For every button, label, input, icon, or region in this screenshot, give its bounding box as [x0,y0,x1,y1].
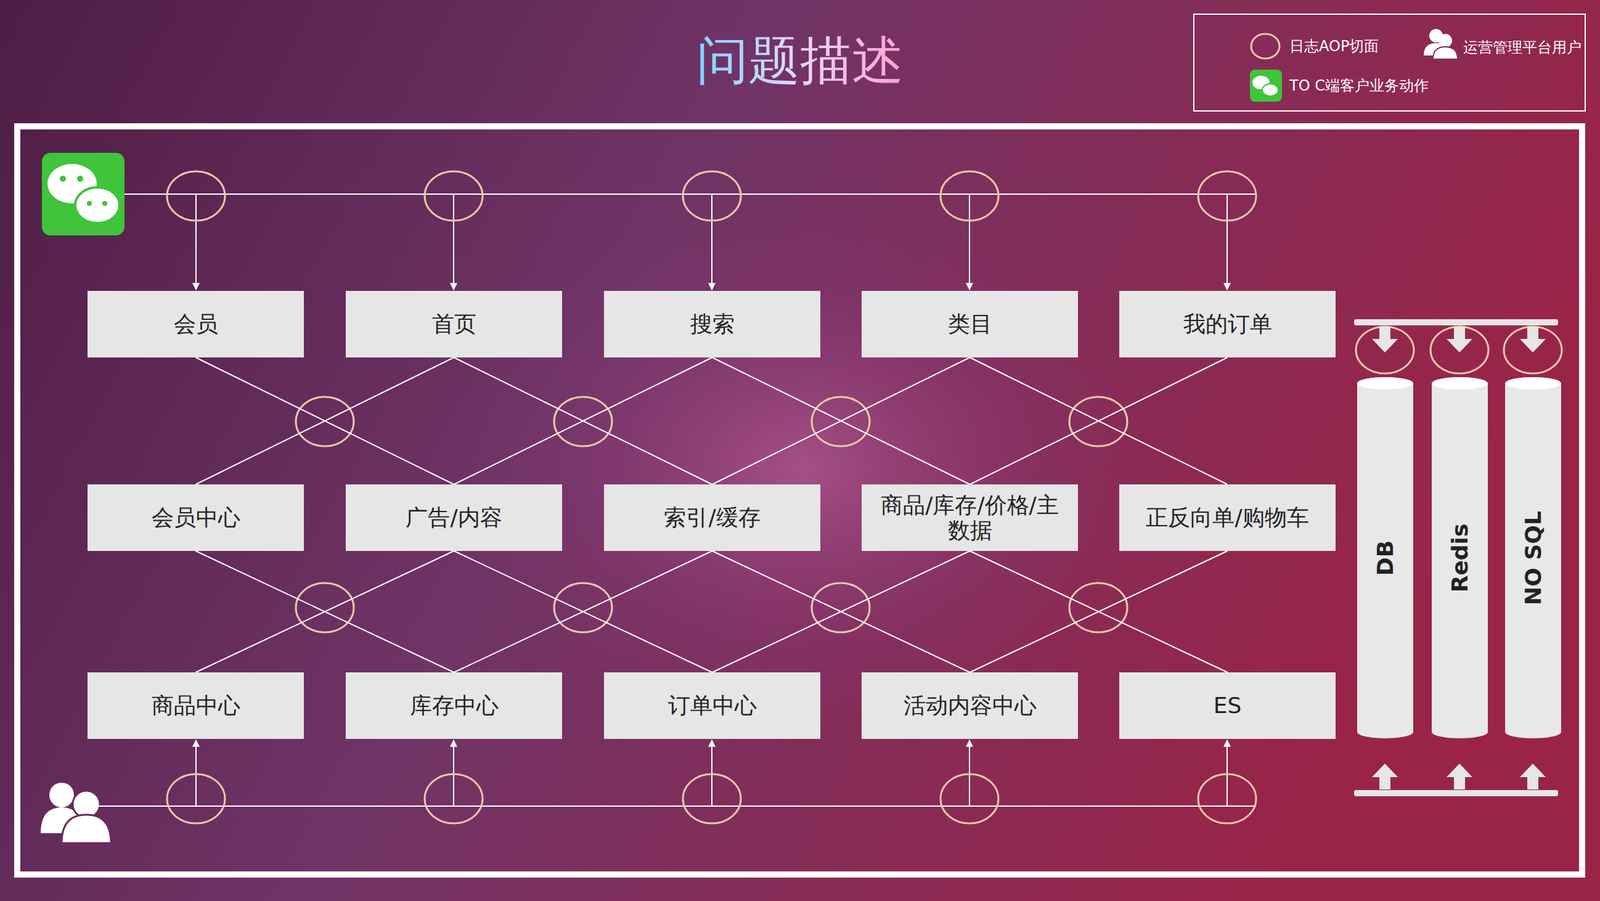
node-label: 商品中心 [151,692,241,719]
connector [712,357,971,485]
node-label: 商品/库存/价格/主数据 [870,492,1070,544]
connector [712,551,971,673]
storage-cylinder: NO SQL [1505,377,1562,739]
connector [712,357,971,485]
node-label: ES [1213,692,1242,719]
service-box: 商品/库存/价格/主数据 [861,484,1078,552]
node-label: DB [1372,539,1398,576]
connector [970,357,1228,485]
legend-text: 运营管理平台用户 [1463,40,1582,55]
service-box: 类目 [861,290,1078,358]
service-box: 会员中心 [87,484,304,552]
connector [195,551,455,673]
node-label: 广告/内容 [405,504,502,531]
node-label: 我的订单 [1183,311,1273,337]
node-label: 会员中心 [151,504,241,531]
connector [712,551,971,673]
node-label: 首页 [432,311,477,337]
node-label: Redis [1447,523,1473,593]
connector [970,551,1228,673]
service-box: 首页 [345,290,563,358]
node-label: 搜索 [690,311,735,337]
connector [195,357,455,485]
connector [454,357,713,485]
legend-text: 日志AOP切面 [1289,38,1379,54]
connector [454,551,713,673]
node-label: 会员 [173,311,219,337]
service-box: 正反向单/购物车 [1119,484,1336,552]
node-label: 库存中心 [409,692,499,719]
connector [454,357,713,485]
service-box: 广告/内容 [345,484,563,552]
title-text: 问题描述 [696,30,904,91]
node-label: 索引/缓存 [663,504,760,531]
service-box: 索引/缓存 [604,484,821,552]
storage-cylinder: DB [1357,377,1414,739]
node-label: 订单中心 [668,692,757,719]
legend-text: TO C端客户业务动作 [1289,78,1429,94]
service-box: 会员 [87,290,304,358]
connector [454,551,713,673]
node-label: 活动内容中心 [903,692,1037,719]
service-box: ES [1119,672,1336,739]
service-box: 我的订单 [1119,290,1336,358]
service-box: 搜索 [604,290,821,358]
connector [195,357,455,485]
service-box: 商品中心 [87,672,304,739]
connector [970,357,1228,485]
connector [195,551,455,673]
node-label: NO SQL [1520,510,1546,606]
service-box: 库存中心 [345,672,563,739]
storage-cylinder: Redis [1431,377,1488,739]
node-label: 正反向单/购物车 [1145,504,1309,531]
node-label: 类目 [947,311,993,337]
service-box: 订单中心 [604,672,821,739]
connector [970,551,1228,673]
service-box: 活动内容中心 [861,672,1078,739]
